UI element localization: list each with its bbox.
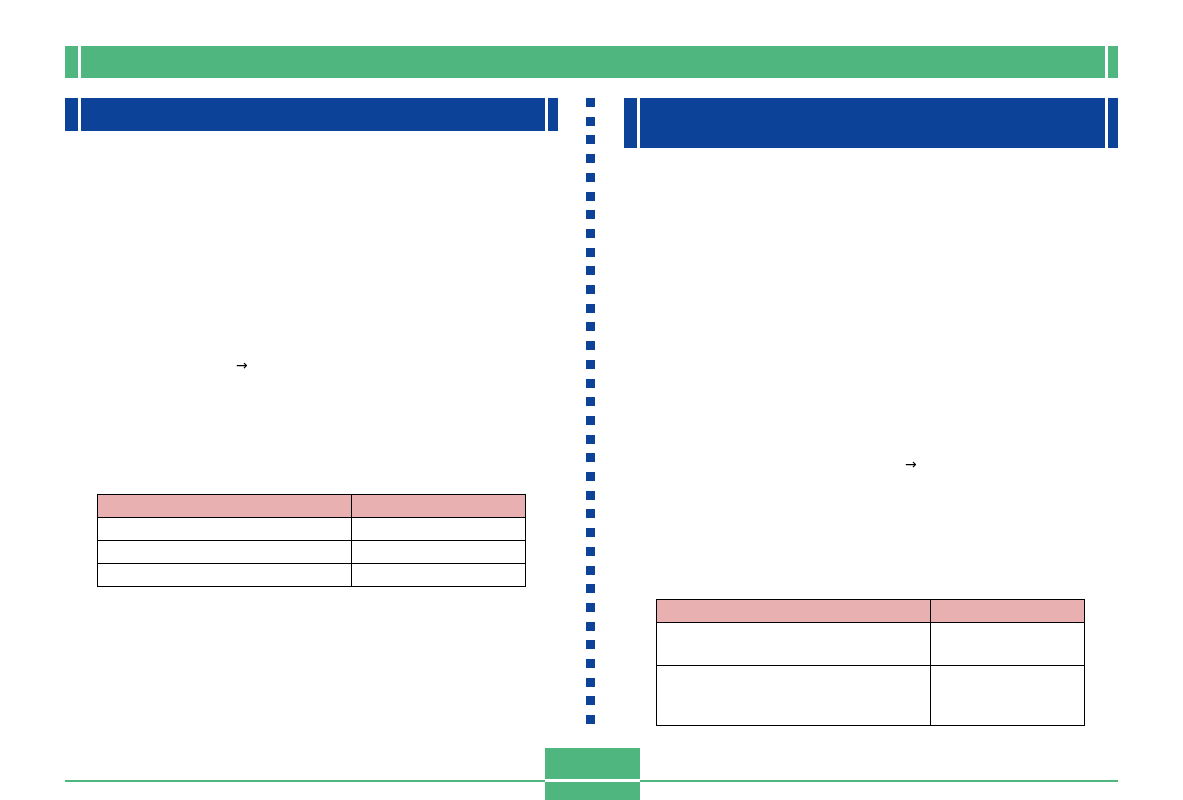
table-cell [656,665,931,726]
table-row [656,622,1086,666]
divider-dot [586,584,595,593]
table-header-cell [929,599,1086,623]
column-divider [586,98,595,728]
left-section-heading-bar [65,98,558,131]
left-heading-right-notch [545,98,548,131]
divider-dot [586,659,595,668]
divider-dot [586,472,595,481]
divider-dot [586,285,595,294]
divider-dot [586,248,595,257]
divider-dot [586,379,595,388]
table-cell [656,622,931,666]
divider-dot [586,341,595,350]
divider-dot [586,678,595,687]
divider-dot [586,509,595,518]
table-cell [97,517,352,541]
table-row [97,540,527,564]
table-row [97,563,527,587]
table-header-row [97,494,527,518]
divider-dot [586,266,595,275]
banner-left-notch [78,46,81,78]
divider-dot [586,210,595,219]
divider-dot [586,304,595,313]
table-cell [97,540,352,564]
table-cell [350,540,527,564]
right-section-heading-bar [624,98,1118,148]
table-cell [929,665,1086,726]
right-heading-left-notch [637,98,640,148]
divider-dot [586,453,595,462]
divider-dot [586,416,595,425]
divider-dot [586,229,595,238]
divider-dot [586,696,595,705]
divider-dot [586,173,595,182]
divider-dot [586,192,595,201]
divider-dot [586,715,595,724]
divider-dot [586,491,595,500]
table-header-row [656,599,1086,623]
divider-dot [586,397,595,406]
page-number-tab [545,748,640,800]
top-banner [65,46,1118,78]
divider-dot [586,547,595,556]
banner-right-notch [1105,46,1108,78]
table-cell [929,622,1086,666]
divider-dot [586,117,595,126]
divider-dot [586,640,595,649]
divider-dot [586,566,595,575]
table-header-cell [350,494,527,518]
right-heading-right-notch [1105,98,1108,148]
table-row [656,665,1086,726]
divider-dot [586,322,595,331]
arrow-right-icon: → [236,358,248,374]
table-cell [350,517,527,541]
divider-dot [586,603,595,612]
left-table [97,494,527,587]
table-row [97,517,527,541]
divider-dot [586,435,595,444]
divider-dot [586,154,595,163]
table-cell [350,563,527,587]
left-heading-left-notch [78,98,81,131]
divider-dot [586,360,595,369]
table-header-cell [97,494,352,518]
divider-dot [586,528,595,537]
page-tab-gap [545,779,640,782]
arrow-right-icon: → [905,457,917,473]
divider-dot [586,622,595,631]
table-header-cell [656,599,931,623]
right-table [656,599,1086,726]
divider-dot [586,98,595,107]
table-cell [97,563,352,587]
divider-dot [586,135,595,144]
